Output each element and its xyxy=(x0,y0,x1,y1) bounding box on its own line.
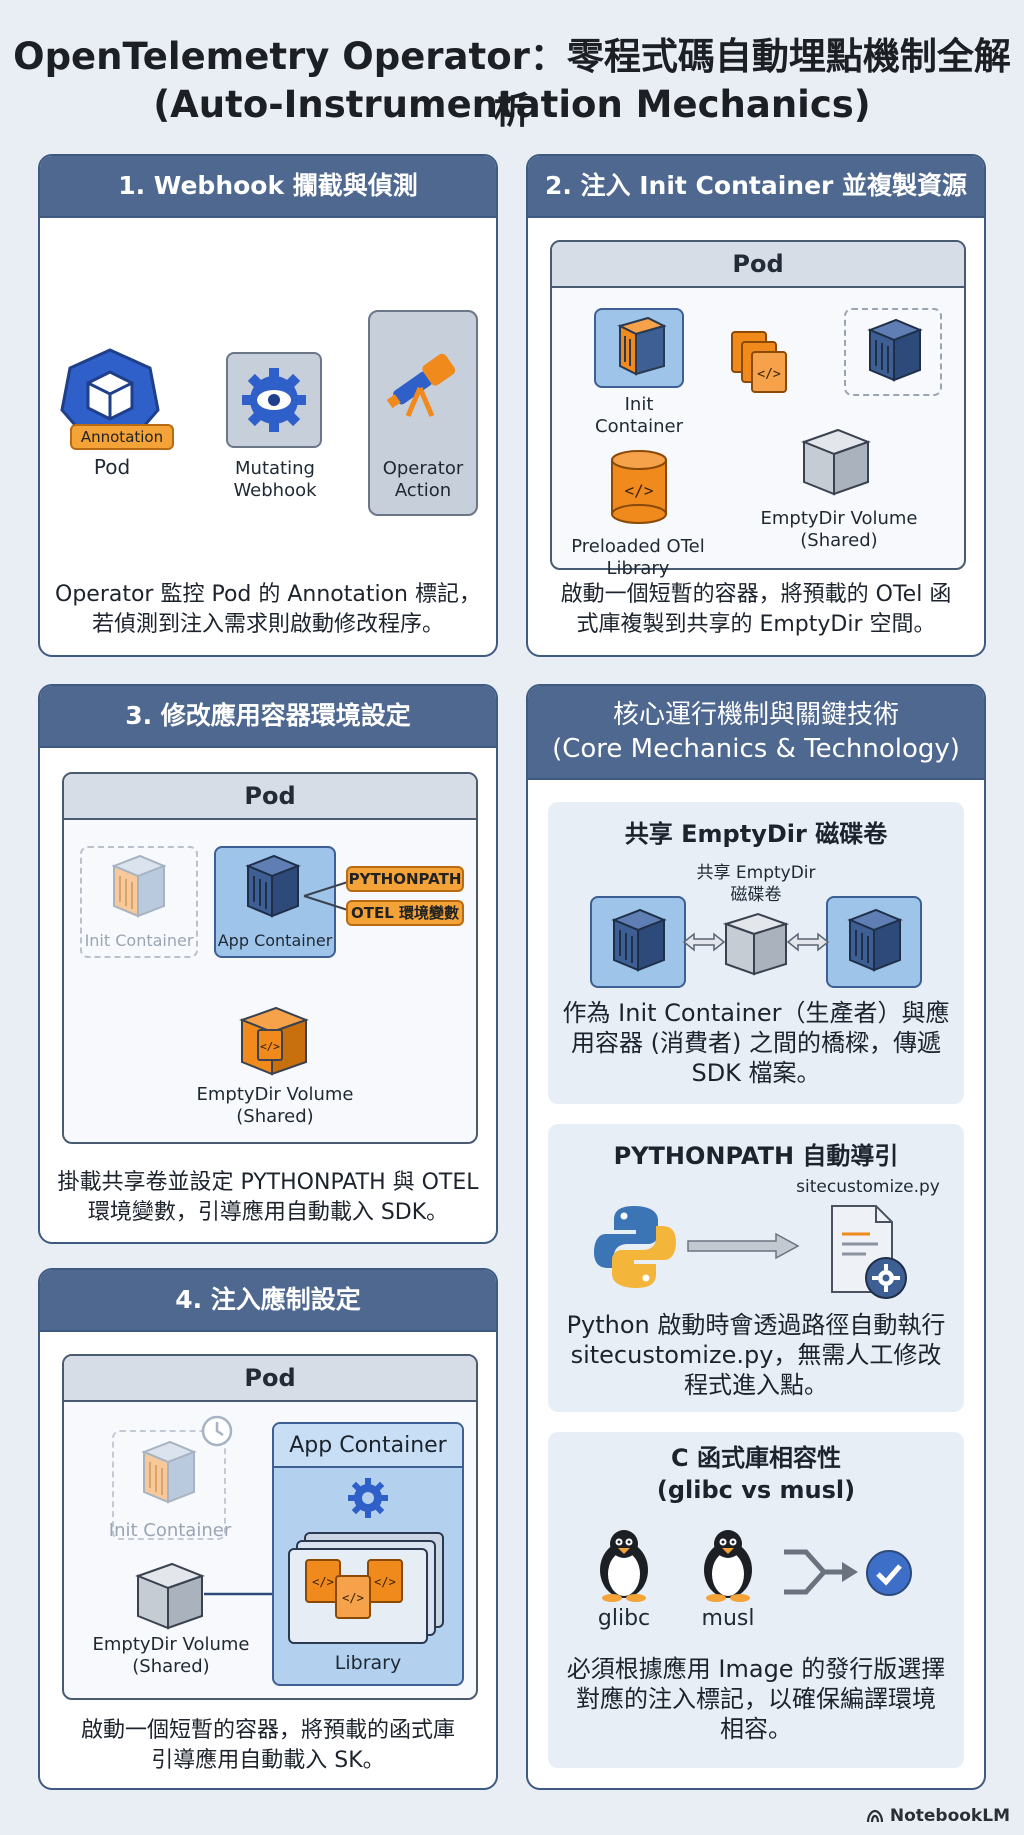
init-container-icon xyxy=(141,1440,197,1504)
pod-label: Pod xyxy=(93,455,131,479)
app-container-icon xyxy=(245,854,301,918)
panel-webhook: 1. Webhook 攔截與偵測 Annotation Pod Mutating… xyxy=(38,154,498,657)
notebooklm-logo-icon xyxy=(866,1809,883,1823)
pythonpath-tag: PYTHONPATH xyxy=(346,866,464,892)
svg-text:</>: </> xyxy=(374,1575,396,1589)
init-container-label: Init Container xyxy=(84,931,194,950)
panel-injection-caption: 啟動一個短暫的容器，將預載的函式庫 引導應用自動載入 SK。 xyxy=(80,1718,455,1773)
kubernetes-pod-icon xyxy=(60,348,160,442)
pod-frame: Pod xyxy=(62,772,478,1144)
emptydir-volume-label: EmptyDir Volume (Shared) xyxy=(92,1634,250,1677)
panel-core-heading: 核心運行機制與關鍵技術 (Core Mechanics & Technology… xyxy=(528,686,984,780)
init-container-slot xyxy=(112,1430,226,1540)
config-file-icon xyxy=(831,1205,907,1299)
target-slot xyxy=(844,308,942,396)
pod-title: Pod xyxy=(64,774,476,820)
check-circle-icon xyxy=(866,1550,912,1596)
init-container-label: Init Container xyxy=(108,1520,232,1541)
emptydir-volume-icon xyxy=(801,428,871,496)
right-arrow-icon xyxy=(687,1232,800,1260)
panel-init-caption: 啟動一個短暫的容器，將預載的 OTel 函 式庫複製到共享的 EmptyDir … xyxy=(560,582,952,637)
consumer-container-icon xyxy=(847,908,903,972)
database-library-icon: </> xyxy=(611,450,667,524)
env-connector-lines xyxy=(303,879,355,913)
gear-eye-icon xyxy=(242,368,306,432)
operator-action-box xyxy=(368,310,478,516)
core-emptydir-card: 共享 EmptyDir 磁碟卷 共享 EmptyDir 磁碟卷 作為 Init … xyxy=(548,802,964,1104)
annotation-tag: Annotation xyxy=(70,424,174,450)
core-clib-caption: 必須根據應用 Image 的發行版選擇 對應的注入標記，以確保編譯環境 相容。 xyxy=(566,1655,946,1743)
panel-webhook-heading: 1. Webhook 攔截與偵測 xyxy=(40,156,496,218)
core-pythonpath-card: PYTHONPATH 自動導引 sitecustomize.py Python … xyxy=(548,1124,964,1412)
panel-injection-heading: 4. 注入應制設定 xyxy=(40,1270,496,1332)
double-arrow-left-icon xyxy=(682,932,726,952)
gear-icon xyxy=(348,1478,388,1518)
core-clib-card: C 函式庫相容性 (glibc vs musl) glibc musl 必須根據… xyxy=(548,1432,964,1768)
emptydir-volume-icon: </> xyxy=(239,1006,309,1076)
otel-env-tag: OTEL 環境變數 xyxy=(346,900,464,926)
footer-label: NotebookLM xyxy=(889,1806,1010,1826)
core-emptydir-caption: 作為 Init Container（生產者）與應 用容器 (消費者) 之間的橋樑… xyxy=(562,999,950,1087)
glibc-label: glibc xyxy=(597,1606,651,1631)
glibc-penguin-icon xyxy=(600,1530,648,1602)
pod-title: Pod xyxy=(552,242,964,288)
svg-text:</>: </> xyxy=(312,1575,334,1589)
core-pythonpath-title: PYTHONPATH 自動導引 xyxy=(613,1142,899,1170)
emptydir-volume-label: EmptyDir Volume (Shared) xyxy=(196,1084,354,1127)
core-emptydir-title: 共享 EmptyDir 磁碟卷 xyxy=(624,820,888,848)
python-logo-icon xyxy=(594,1206,676,1288)
double-arrow-right-icon xyxy=(786,932,830,952)
init-container-slot xyxy=(80,846,198,958)
emptydir-volume-label: EmptyDir Volume (Shared) xyxy=(760,508,918,551)
page-title: OpenTelemetry Operator：零程式碼自動埋點機制全解析 xyxy=(13,35,1011,132)
svg-text:</>: </> xyxy=(757,367,781,382)
code-files-icon: </> xyxy=(731,331,787,393)
telescope-icon xyxy=(386,353,456,417)
svg-text:</>: </> xyxy=(625,481,654,500)
panel-webhook-caption: Operator 監控 Pod 的 Annotation 標記， 若偵測到注入需… xyxy=(55,582,481,637)
init-container-icon xyxy=(111,854,167,918)
musl-label: musl xyxy=(701,1606,755,1631)
emptydir-volume-icon xyxy=(135,1562,205,1630)
sitecustomize-label: sitecustomize.py xyxy=(796,1177,940,1197)
operator-action-label: Operator Action xyxy=(382,458,464,501)
mutating-webhook-label: Mutating Webhook xyxy=(233,458,317,501)
library-label: Library xyxy=(334,1652,402,1674)
svg-text:</>: </> xyxy=(342,1591,364,1605)
panel-app-env-heading: 3. 修改應用容器環境設定 xyxy=(40,686,496,748)
pod-title: Pod xyxy=(64,1356,476,1402)
container-icon xyxy=(867,318,923,382)
producer-container-icon xyxy=(611,908,667,972)
panel-app-env: 3. 修改應用容器環境設定 Pod Init Container App Con… xyxy=(38,684,498,1244)
preloaded-library-label: Preloaded OTel Library xyxy=(571,536,705,579)
panel-init-container: 2. 注入 Init Container 並複製資源 Pod Init Cont… xyxy=(526,154,986,657)
core-emptydir-inner-label: 共享 EmptyDir 磁碟卷 xyxy=(696,863,816,905)
panel-app-env-caption: 掛載共享卷並設定 PYTHONPATH 與 OTEL 環境變數，引導應用自動載入… xyxy=(57,1170,479,1225)
musl-penguin-icon xyxy=(704,1530,752,1602)
merge-arrow-icon xyxy=(784,1549,858,1595)
app-container-title: App Container xyxy=(274,1424,462,1468)
core-pythonpath-caption: Python 啟動時會透過路徑自動執行 sitecustomize.py，無需人… xyxy=(566,1311,946,1399)
page-subtitle: (Auto-Instrumentation Mechanics) xyxy=(153,83,871,126)
init-container-label: Init Container xyxy=(595,394,683,437)
shared-volume-icon xyxy=(722,912,790,976)
app-container-label: App Container xyxy=(217,931,333,950)
panel-init-heading: 2. 注入 Init Container 並複製資源 xyxy=(528,156,984,218)
clock-icon xyxy=(201,1415,233,1447)
notebooklm-brand: NotebookLM xyxy=(866,1806,1010,1826)
init-container-icon xyxy=(617,316,667,376)
code-files-icon: </> </> </> xyxy=(305,1559,403,1619)
svg-text:</>: </> xyxy=(260,1040,280,1053)
core-clib-title: C 函式庫相容性 (glibc vs musl) xyxy=(656,1444,856,1504)
panel-injection-config: 4. 注入應制設定 Pod Init Container EmptyDir Vo… xyxy=(38,1268,498,1790)
